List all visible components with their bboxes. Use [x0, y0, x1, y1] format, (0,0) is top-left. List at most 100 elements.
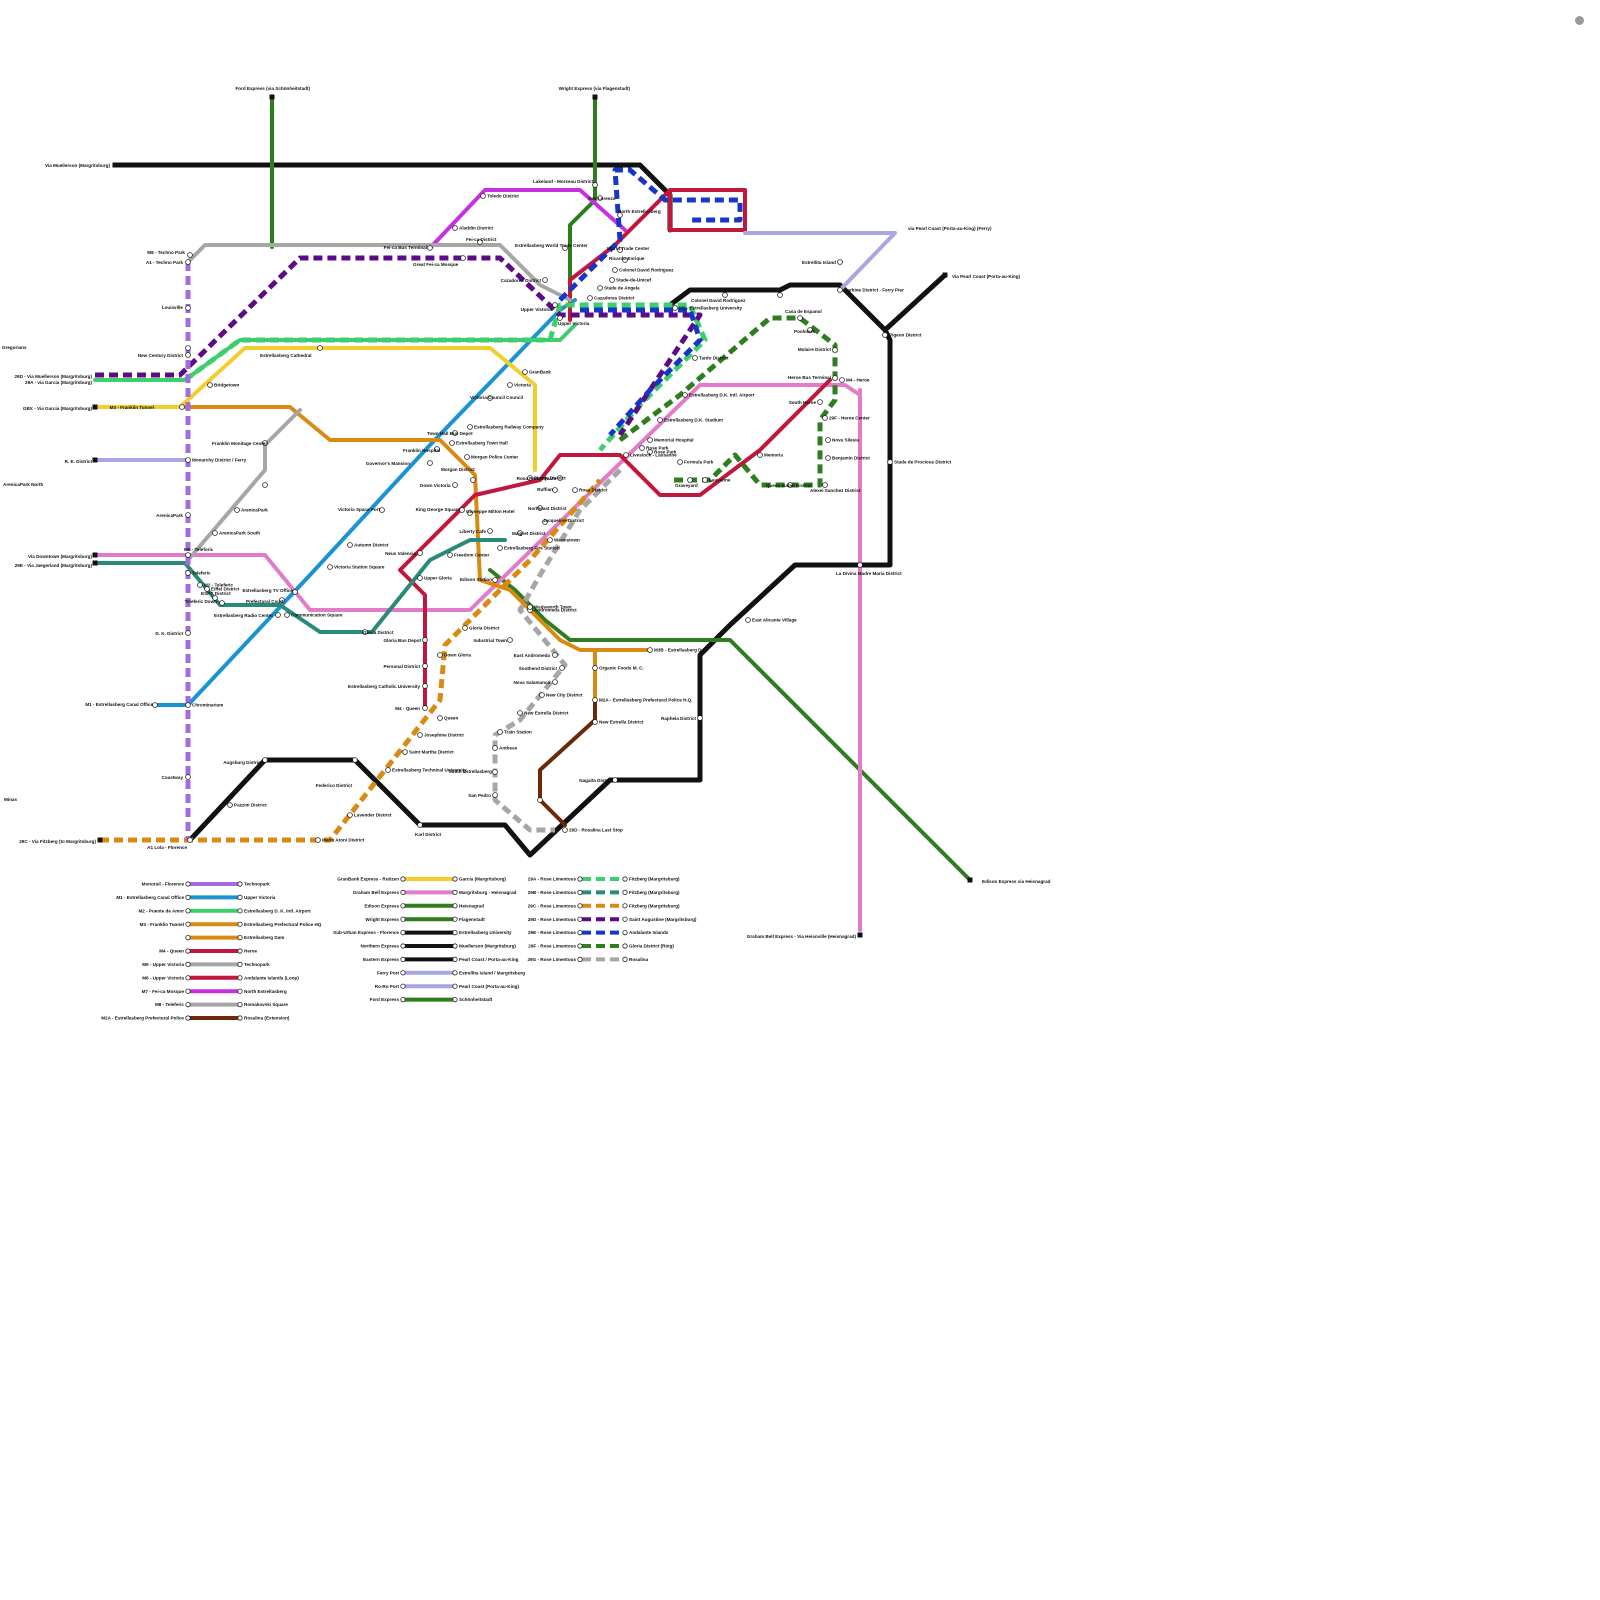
m8-line [190, 245, 570, 300]
label-s126: Freedom Center [454, 553, 489, 558]
station-marker [540, 693, 545, 698]
station-marker [648, 438, 653, 443]
station-marker [463, 626, 468, 631]
legend-destination: Technopark [244, 882, 270, 887]
terminal-marker [93, 405, 98, 410]
label-s130: Rosa District [579, 488, 608, 493]
label-s104: World Trade Center [607, 246, 649, 251]
label-s49: Edison Station [460, 577, 492, 582]
station-marker [180, 405, 185, 410]
legend-row-start [186, 909, 190, 913]
label-s105: Ricardo Enrique [609, 256, 645, 261]
label-s39: Gloria District [363, 630, 394, 635]
label-s142: ArenicaPark [241, 508, 268, 513]
legend-destination: Technopark [244, 962, 270, 967]
legend-row-start [401, 957, 405, 961]
legend-destination: Margritsburg - Heisnagrad [459, 890, 517, 895]
station-marker [678, 460, 683, 465]
legend-destination: Gloria District (Ring) [629, 944, 674, 949]
legend-row-start [186, 949, 190, 953]
legend-line-name: Sub-Urban Express - Florence [333, 930, 399, 935]
legend-row-start [578, 877, 582, 881]
label-s79: Casa de Espanol [785, 309, 822, 314]
label-s12: Chrominarium [192, 703, 223, 708]
station-marker [593, 183, 598, 188]
legend-row-start [578, 917, 582, 921]
station-marker [186, 631, 191, 636]
legend-destination: Schönheitstadt [459, 997, 493, 1002]
station-marker [423, 664, 428, 669]
label-s57: New Estrella District [524, 711, 569, 716]
legend-row-end [623, 904, 627, 908]
legend-row-end [453, 971, 457, 975]
legend-line-name: M6 - Upper Victoria [142, 975, 184, 980]
label-s61: San Pedro [468, 793, 491, 798]
legend-line-name: Ro-Ro Port [375, 984, 400, 989]
label-s141: ArenicaPark North [3, 482, 44, 487]
label-s17: Karl District [415, 832, 442, 837]
label-s5: New Century District [138, 353, 184, 358]
label-s90: Memoria [764, 453, 783, 458]
label-s91: Formula Park [684, 460, 714, 465]
legend-row-end [623, 957, 627, 961]
station-marker [553, 488, 558, 493]
station-marker [468, 425, 473, 430]
station-marker [318, 346, 323, 351]
legend-line-name: M8 - Teleferic [155, 1002, 184, 1007]
legend-row-start [578, 930, 582, 934]
label-s8: Monarchy District / Ferry [192, 458, 247, 463]
legend-destination: Flagenstadt [459, 917, 485, 922]
legend-destination: North Estrellasberg [244, 989, 287, 994]
legend-row-start [401, 984, 405, 988]
station-marker [573, 488, 578, 493]
legend-row-end [453, 957, 457, 961]
legend-row-end [238, 935, 242, 939]
label-s143: ArenicaPark South [219, 531, 260, 536]
m2a-line [540, 700, 595, 825]
station-marker [593, 666, 598, 671]
station-marker [528, 605, 533, 610]
label-s58: Train Station [504, 730, 532, 735]
label-s10: D. K. District [155, 631, 183, 636]
legend-row-start [578, 904, 582, 908]
label-s9: ArenicaPark [156, 513, 183, 518]
label-s37: Estrellasberg Radio Center [214, 613, 273, 618]
station-marker [723, 293, 728, 298]
legend-line-name: Monorail - Florence [142, 882, 185, 887]
label-s116: Cazadores District [501, 278, 542, 283]
station-marker [453, 483, 458, 488]
legend-line-name: M7 - Fei-ca Mosque [142, 989, 185, 994]
station-marker [688, 478, 693, 483]
station-marker [693, 356, 698, 361]
station-marker [593, 698, 598, 703]
station-marker [683, 393, 688, 398]
label-s98: Rose Park [646, 446, 669, 451]
terminal-label: 29A - via Garcia (Margritsburg) [25, 380, 92, 385]
station-marker [186, 306, 191, 311]
label-s107: Stade-de-Unicef [616, 278, 651, 283]
legend-row-end [238, 962, 242, 966]
station-marker [508, 383, 513, 388]
station-marker [538, 798, 543, 803]
station-marker [428, 461, 433, 466]
label-s144: Teleferic Down [185, 599, 218, 604]
label-s112: Aladdin District [459, 226, 493, 231]
legend-line-name: M2A - Estrellasberg Prefectural Police [101, 1016, 184, 1021]
label-s4: Gregorians [2, 345, 27, 350]
station-marker [348, 813, 353, 818]
label-s14: Augsburg District [223, 760, 262, 765]
station-marker [403, 750, 408, 755]
legend-destination: Andalante Islands [629, 930, 669, 935]
label-s94: Estrellasberg D.K. Intl. Airport [689, 393, 755, 398]
station-marker [598, 286, 603, 291]
terminal-label: GBX - Via Garcia (Margritsburg) [23, 406, 93, 411]
legend-destination: Fitzberg (Margritsburg) [629, 903, 680, 908]
station-marker [186, 513, 191, 518]
label-s11: M1 - Estrellasberg Canal Office [85, 702, 153, 707]
legend-row-end [453, 904, 457, 908]
legend-row-start [186, 882, 190, 886]
label-s42: Personal District [383, 664, 420, 669]
legend-line-name: 29A - Rose Limentous [528, 877, 577, 882]
label-s106: Colonel David Rodriguez [619, 268, 674, 273]
terminal-marker [98, 838, 103, 843]
